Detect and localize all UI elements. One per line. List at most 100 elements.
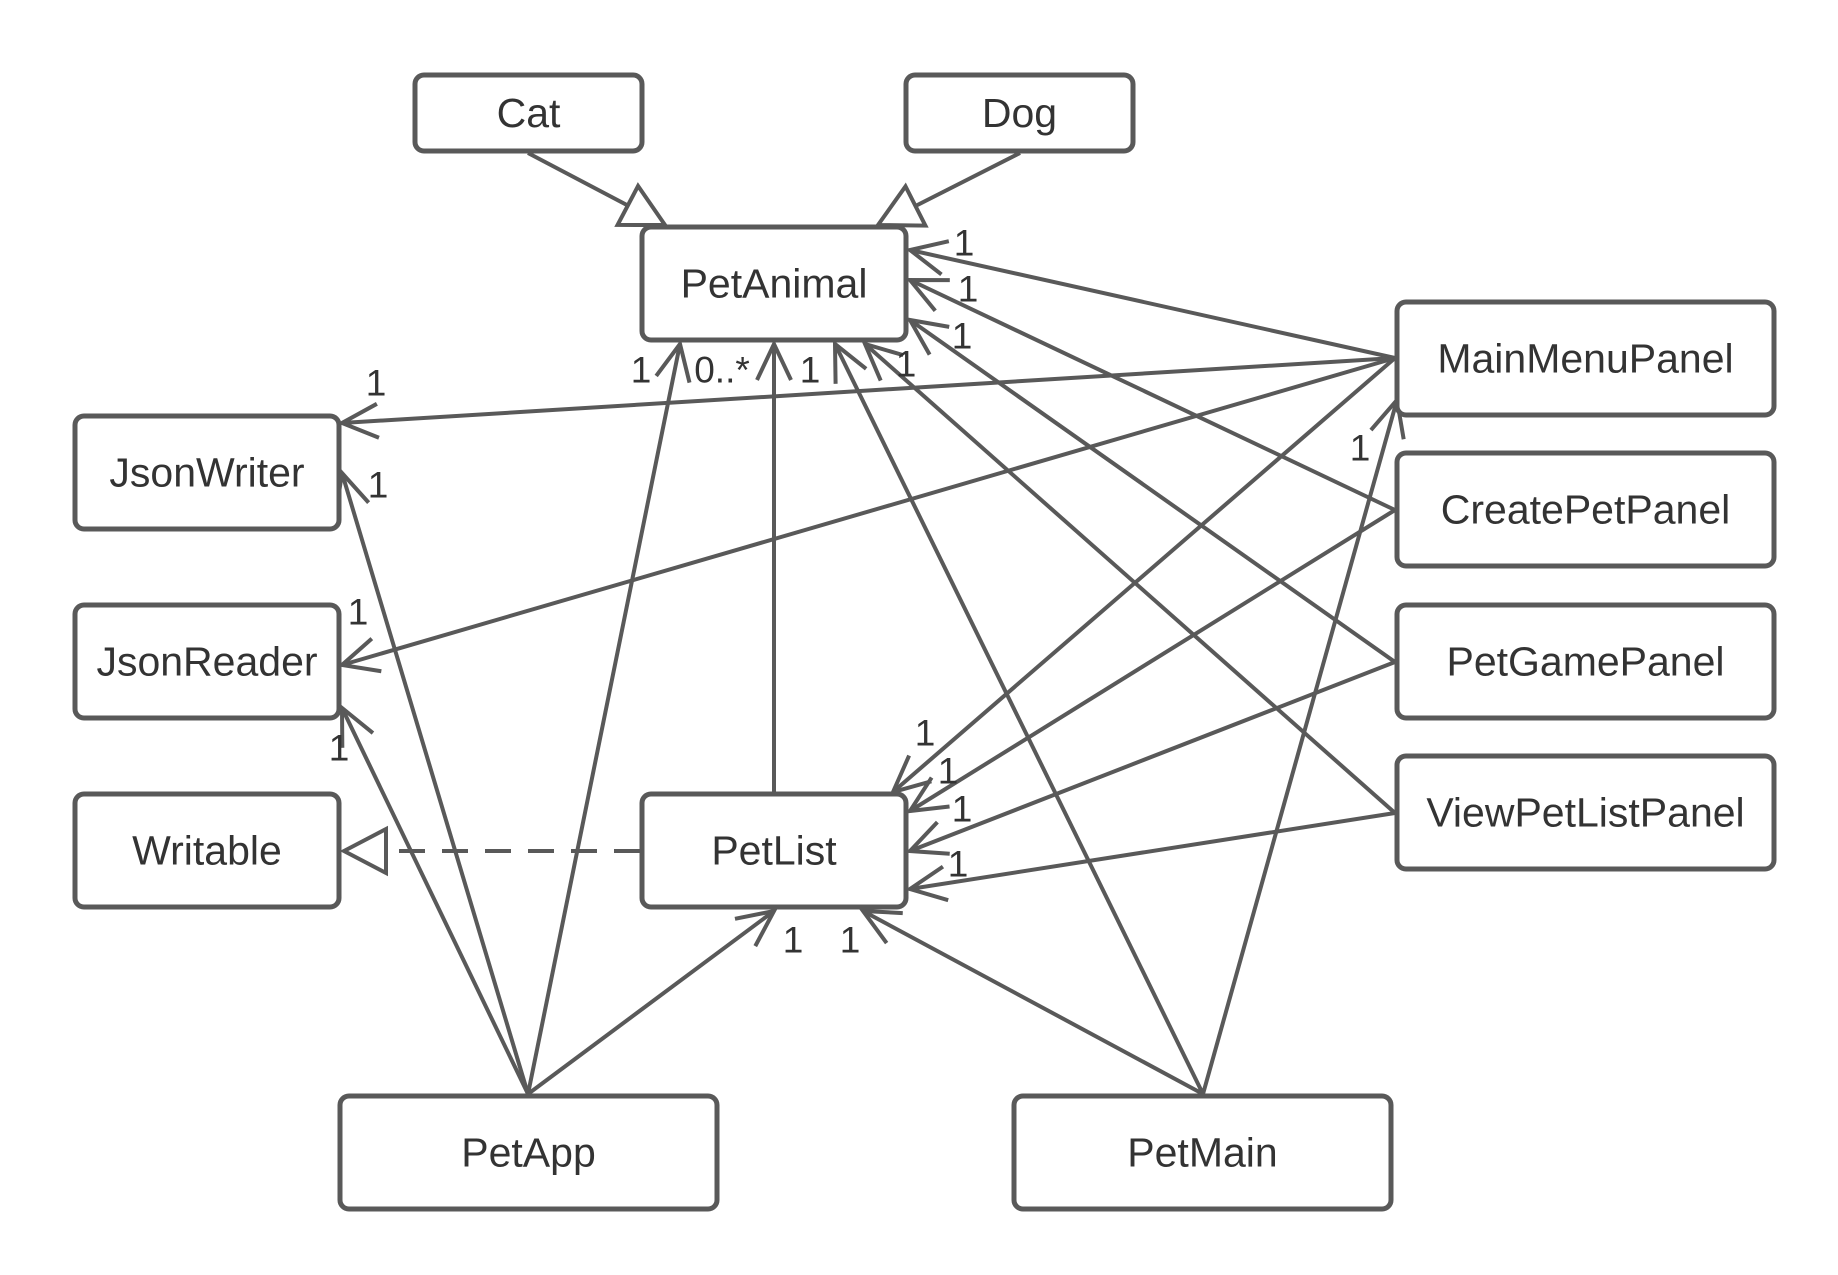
relationship-edge: [527, 151, 669, 228]
edge-line: [891, 356, 1397, 794]
class-name: CreatePetPanel: [1441, 487, 1730, 533]
multiplicity-label: 1: [631, 350, 652, 391]
multiplicity-label: 1: [783, 920, 804, 961]
edge-line: [909, 811, 1396, 891]
class-name: Dog: [982, 90, 1057, 136]
edge-line: [526, 909, 776, 1096]
open-arrowhead: [734, 908, 778, 948]
class-box-frame: [72, 413, 342, 532]
class-name: Cat: [497, 90, 561, 136]
class-box-frame: [639, 224, 909, 343]
class-box-frame: [1394, 753, 1777, 872]
edge-line: [908, 508, 1397, 813]
multiplicity-label: 1: [800, 350, 821, 391]
class-box-frame: [639, 791, 909, 910]
edge-line: [833, 343, 1205, 1095]
multiplicity-label: 0..*: [694, 350, 750, 391]
multiplicity-label: 1: [1350, 428, 1371, 469]
multiplicity-label: 1: [958, 269, 979, 310]
open-arrowhead: [906, 317, 950, 356]
relationship-edge: [874, 151, 1021, 228]
class-name: PetAnimal: [681, 261, 868, 307]
relationship-edge: [755, 339, 793, 792]
open-arrowhead: [654, 339, 692, 384]
relationship-edge: [905, 239, 1396, 360]
class-box-json-reader: JsonReader: [72, 602, 342, 721]
open-arrowhead: [906, 776, 950, 814]
class-box-view-pet-list-panel: ViewPetListPanel: [1394, 753, 1777, 872]
class-box-create-pet-panel: CreatePetPanel: [1394, 450, 1777, 569]
multiplicity-label: 1: [952, 789, 973, 830]
relationship-edge: [526, 908, 778, 1096]
relationship-edge: [526, 339, 692, 1095]
open-arrowhead: [832, 339, 868, 384]
relationship-edge: [1201, 395, 1406, 1095]
class-name: ViewPetListPanel: [1426, 790, 1744, 836]
class-box-frame: [337, 1093, 720, 1212]
class-name: JsonWriter: [109, 450, 304, 496]
class-name: JsonReader: [96, 639, 317, 685]
relationship-edge: [906, 317, 1397, 664]
relationship-edge: [337, 356, 1396, 440]
class-name: MainMenuPanel: [1437, 336, 1733, 382]
open-arrowhead: [905, 864, 949, 903]
edge-line: [341, 356, 1396, 425]
open-arrowhead: [858, 908, 903, 945]
edge-line: [914, 151, 1021, 208]
edge-line: [341, 356, 1396, 667]
class-box-frame: [1011, 1093, 1394, 1212]
class-box-frame: [72, 791, 342, 910]
class-box-frame: [903, 72, 1136, 154]
edge-line: [909, 248, 1396, 360]
relationship-edge: [889, 356, 1397, 796]
open-arrowhead: [861, 340, 904, 382]
relationship-edge: [339, 825, 640, 877]
edge-line: [862, 909, 1204, 1096]
class-box-pet-list: PetList: [639, 791, 909, 910]
class-name: Writable: [132, 828, 282, 874]
relationship-edge: [861, 340, 1397, 815]
class-box-pet-main: PetMain: [1011, 1093, 1394, 1212]
hollow-triangle-arrowhead: [614, 182, 669, 228]
multiplicity-label: 1: [329, 728, 350, 769]
class-box-main-menu-panel: MainMenuPanel: [1394, 299, 1777, 418]
multiplicity-label: 1: [348, 592, 369, 633]
relationship-edge: [832, 339, 1205, 1095]
multiplicity-label: 1: [948, 844, 969, 885]
edge-line: [863, 342, 1397, 815]
class-name: PetGamePanel: [1446, 639, 1724, 685]
hollow-triangle-arrowhead: [874, 182, 929, 228]
edge-line: [1201, 399, 1399, 1095]
class-box-frame: [72, 602, 342, 721]
multiplicity-label: 1: [896, 344, 917, 385]
class-box-pet-app: PetApp: [337, 1093, 720, 1212]
open-arrowhead: [755, 339, 793, 381]
class-box-frame: [1394, 450, 1777, 569]
class-box-frame: [412, 72, 645, 154]
hollow-triangle-arrowhead: [339, 825, 388, 877]
relationship-edge: [905, 811, 1396, 903]
class-box-pet-game-panel: PetGamePanel: [1394, 602, 1777, 721]
multiplicity-label: 1: [368, 465, 389, 506]
relationship-edge: [339, 703, 530, 1095]
edge-line: [526, 343, 682, 1095]
open-arrowhead: [905, 239, 950, 276]
multiplicity-label: 1: [952, 316, 973, 357]
class-box-json-writer: JsonWriter: [72, 413, 342, 532]
class-box-frame: [1394, 602, 1777, 721]
class-box-pet-animal: PetAnimal: [639, 224, 909, 343]
edge-line: [340, 707, 530, 1095]
edge-line: [340, 472, 530, 1095]
class-box-writable: Writable: [72, 791, 342, 910]
class-name: PetMain: [1127, 1130, 1277, 1176]
open-arrowhead: [905, 820, 950, 856]
class-box-frame: [1394, 299, 1777, 418]
edge-line: [527, 151, 629, 208]
open-arrowhead: [905, 277, 950, 313]
edge-line: [909, 278, 1396, 512]
relationship-edge: [905, 277, 1396, 512]
open-arrowhead: [339, 703, 375, 748]
edge-line: [908, 318, 1397, 664]
